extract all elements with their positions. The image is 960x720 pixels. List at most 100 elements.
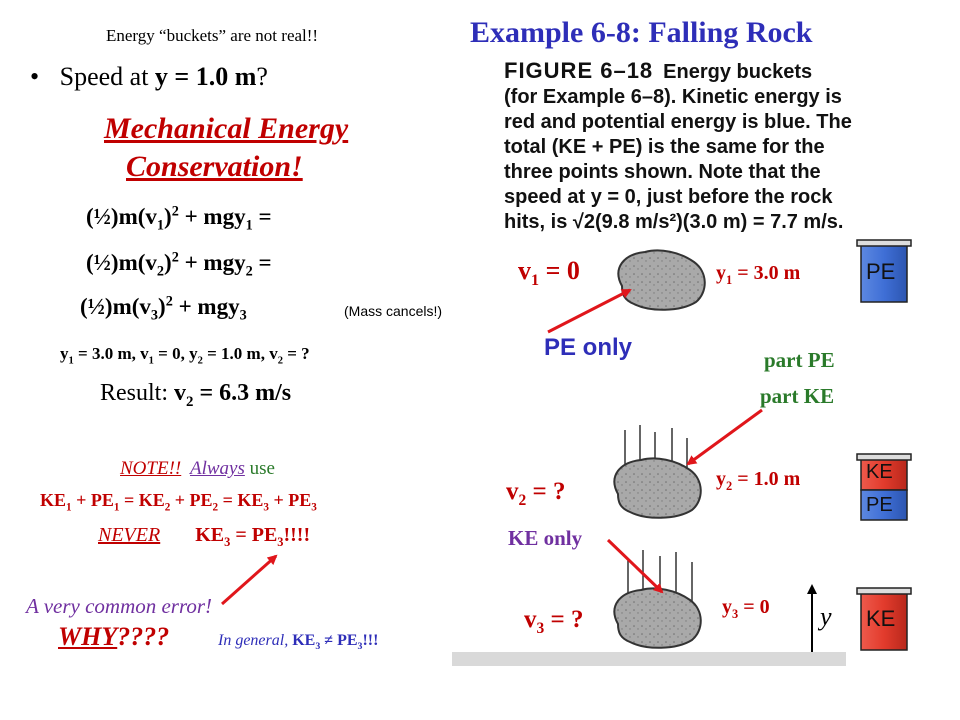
ke-line-t2: + PE — [71, 490, 114, 510]
eq1-b-sub: 1 — [245, 217, 253, 234]
in-general-s3: 3 — [357, 641, 363, 653]
v3-label: v3 = ? — [524, 606, 584, 636]
equation-2: (½)m(v2)2 + mgy2 = — [86, 249, 272, 280]
result-v-sub: 2 — [186, 393, 194, 410]
ke-line-s5: 3 — [263, 501, 269, 514]
bucket-pe-label: PE — [866, 259, 896, 284]
caption-line-4: total (KE + PE) is the same for the — [504, 136, 825, 158]
y1-sub: 1 — [726, 273, 733, 287]
v2-val: = ? — [526, 478, 566, 505]
bucket-ke-label: KE — [866, 606, 896, 631]
ke-line-s3: 2 — [164, 501, 171, 514]
y2-y: y — [716, 468, 726, 490]
v2-label: v2 = ? — [506, 478, 566, 509]
eq2-a: (½)m(v — [86, 250, 157, 275]
given-p3: = 0, y — [153, 344, 198, 363]
eq3-b-sub: 3 — [239, 307, 247, 324]
why-line: WHY???? — [58, 622, 169, 652]
y1-y: y — [716, 262, 726, 284]
ke-line-t5: = KE — [218, 490, 264, 510]
ke-line-t1: KE — [40, 490, 67, 510]
eq3-a-sub: 3 — [150, 307, 159, 324]
caption-line-1: Energy buckets — [663, 61, 813, 83]
result-v: v — [174, 380, 187, 406]
why-question-marks: ???? — [117, 622, 170, 651]
v3-v: v — [524, 606, 537, 633]
arrow-ke-only — [606, 538, 664, 594]
eq3-a: (½)m(v — [80, 294, 151, 319]
y1-label: y1 = 3.0 m — [716, 262, 801, 287]
eq1-a-sup: 2 — [171, 203, 179, 220]
v2-v: v — [506, 478, 519, 505]
bucket-ke-bottom — [856, 587, 912, 651]
given-s4: 2 — [277, 355, 283, 367]
slide-title: Example 6-8: Falling Rock — [470, 16, 813, 49]
given-s2: 1 — [148, 355, 154, 367]
never-s1: 3 — [224, 535, 231, 549]
ke-line-t4: + PE — [170, 490, 213, 510]
given-p5: = ? — [282, 344, 310, 363]
y-axis-label: y — [820, 602, 832, 631]
eq2-b: + mgy — [178, 250, 246, 275]
equation-1: (½)m(v1)2 + mgy1 = — [86, 203, 272, 234]
eq2-c: = — [252, 250, 272, 275]
v1-sub: 1 — [531, 272, 540, 290]
eq1-b: + mgy — [178, 204, 246, 229]
ke-line-s4: 2 — [212, 501, 219, 514]
never-s2: 3 — [277, 535, 284, 549]
energy-equality-line: KE1 + PE1 = KE2 + PE2 = KE3 + PE3 — [40, 490, 317, 514]
mass-cancels-note: (Mass cancels!) — [344, 303, 443, 319]
y3-sub: 3 — [732, 607, 739, 621]
given-p4: = 1.0 m, v — [202, 344, 278, 363]
v2-sub: 2 — [518, 492, 527, 509]
rock-top — [617, 249, 706, 311]
header-note: Energy “buckets” are not real!! — [106, 26, 319, 45]
ke-line-t3: = KE — [119, 490, 165, 510]
caption-line-7: hits, is √2(9.8 m/s²)(3.0 m) = 7.7 m/s. — [504, 211, 844, 233]
never-line: NEVER KE3 = PE3!!!! — [98, 524, 311, 549]
y3-val: = 0 — [738, 596, 770, 618]
in-general-t2: KE — [292, 632, 316, 649]
question-var: y = 1.0 m — [154, 62, 257, 91]
given-p2: = 3.0 m, v — [73, 344, 149, 363]
always-word: Always — [189, 458, 245, 479]
y2-label: y2 = 1.0 m — [716, 468, 801, 493]
eq3-b: + mgy — [172, 294, 240, 319]
figure-label: FIGURE 6–18 — [504, 58, 654, 83]
arrow-common-error — [221, 554, 278, 606]
heading-line2: Conservation! — [126, 150, 303, 183]
eq2-b-sub: 2 — [245, 263, 253, 280]
question-suffix: ? — [256, 62, 268, 91]
eq2-a-sub: 2 — [156, 263, 165, 280]
ke-line-s1: 1 — [66, 501, 72, 514]
figure-caption: FIGURE 6–18 Energy buckets (for Example 6… — [504, 58, 852, 235]
caption-line-6: speed at y = 0, just before the rock — [504, 186, 833, 208]
y2-val: = 1.0 m — [732, 468, 801, 490]
note-line: NOTE!! Always use — [120, 458, 275, 480]
result-value: = 6.3 m/s — [193, 380, 292, 406]
eq1-a-sub: 1 — [156, 217, 165, 234]
never-t3: !!!! — [283, 524, 311, 546]
use-word: use — [244, 458, 275, 479]
ke-line-s2: 1 — [113, 501, 120, 514]
never-t2: = PE — [230, 524, 278, 546]
why-word: WHY — [58, 622, 118, 651]
y1-val: = 3.0 m — [732, 262, 801, 284]
heading-line1: Mechanical Energy — [104, 112, 349, 145]
bullet-dot: • — [30, 62, 40, 91]
bucket-pe-bottom-label: PE — [866, 494, 893, 516]
part-pe-label: part PE — [764, 348, 835, 372]
caption-line-5: three points shown. Note that the — [504, 161, 821, 183]
never-word: NEVER — [98, 524, 161, 546]
eq1-c: = — [252, 204, 272, 229]
y2-sub: 2 — [726, 479, 733, 493]
bucket-ke-top-label: KE — [866, 461, 893, 483]
caption-line-2: (for Example 6–8). Kinetic energy is — [504, 86, 842, 108]
arrow-part-pe-ke — [686, 408, 763, 466]
bullet-question: • Speed at y = 1.0 m? — [30, 62, 268, 92]
bucket-mixed-middle — [856, 453, 912, 521]
question-prefix: Speed at — [59, 62, 155, 91]
ke-line-t6: + PE — [268, 490, 312, 510]
v1-label: v1 = 0 — [518, 256, 580, 290]
